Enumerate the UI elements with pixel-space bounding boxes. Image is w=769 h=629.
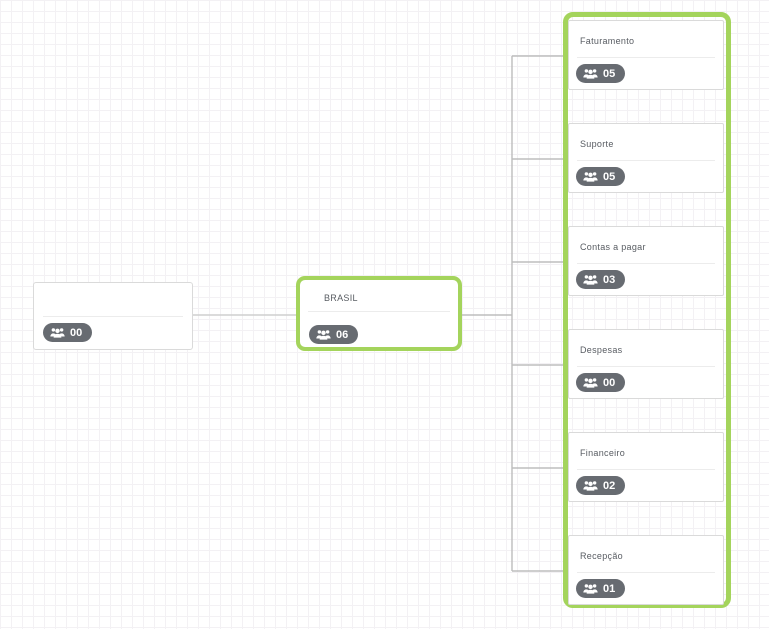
node-title: Suporte — [580, 139, 614, 149]
card-divider — [577, 263, 715, 264]
member-count: 02 — [603, 479, 616, 492]
member-count: 06 — [336, 328, 349, 341]
member-count-badge[interactable]: 02 — [576, 476, 626, 495]
users-icon — [583, 274, 598, 285]
node-financeiro[interactable]: Financeiro 02 — [568, 432, 724, 502]
node-suporte[interactable]: Suporte 05 — [568, 123, 724, 193]
users-icon — [583, 68, 598, 79]
card-divider — [577, 572, 715, 573]
users-icon — [583, 583, 598, 594]
node-title: Faturamento — [580, 36, 635, 46]
node-title: Contas a pagar — [580, 242, 646, 252]
member-count-badge[interactable]: 01 — [576, 579, 626, 598]
member-count-badge[interactable]: 00 — [576, 373, 626, 392]
node-contas-a-pagar[interactable]: Contas a pagar 03 — [568, 226, 724, 296]
users-icon — [50, 327, 65, 338]
card-divider — [43, 316, 183, 317]
node-title: Despesas — [580, 345, 623, 355]
member-count: 01 — [603, 582, 616, 595]
node-title: BRASIL — [324, 293, 358, 303]
member-count: 03 — [603, 273, 616, 286]
users-icon — [583, 171, 598, 182]
node-brasil-selected[interactable]: BRASIL 06 — [296, 276, 462, 351]
member-count-badge[interactable]: 03 — [576, 270, 626, 289]
member-count: 05 — [603, 67, 616, 80]
node-faturamento[interactable]: Faturamento 05 — [568, 20, 724, 90]
member-count: 00 — [70, 326, 83, 339]
member-count-badge[interactable]: 06 — [309, 325, 359, 344]
card-divider — [577, 57, 715, 58]
users-icon — [583, 377, 598, 388]
member-count-badge[interactable]: 05 — [576, 167, 626, 186]
node-title: Financeiro — [580, 448, 626, 458]
node-recepcao[interactable]: Recepção 01 — [568, 535, 724, 605]
node-title: Recepção — [580, 551, 623, 561]
users-icon — [583, 480, 598, 491]
card-divider — [577, 366, 715, 367]
member-count: 05 — [603, 170, 616, 183]
card-divider — [308, 311, 450, 312]
member-count: 00 — [603, 376, 616, 389]
node-root[interactable]: 00 — [33, 282, 193, 350]
card-divider — [577, 469, 715, 470]
card-divider — [577, 160, 715, 161]
member-count-badge[interactable]: 00 — [43, 323, 93, 342]
member-count-badge[interactable]: 05 — [576, 64, 626, 83]
users-icon — [316, 329, 331, 340]
node-despesas[interactable]: Despesas 00 — [568, 329, 724, 399]
children-group-frame: Faturamento 05 Suporte — [563, 12, 731, 608]
